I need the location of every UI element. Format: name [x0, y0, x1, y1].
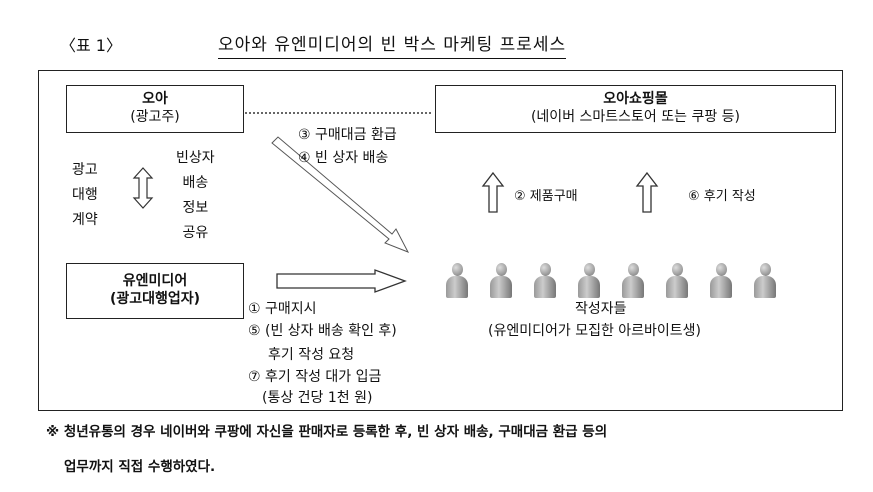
right-arrow [276, 269, 407, 293]
step5-label: ⑤ (빈 상자 배송 확인 후) [248, 323, 397, 339]
contract-line: 광고 [72, 162, 98, 178]
step7-label-cont: (통상 건당 1천 원) [262, 390, 373, 406]
step5-label-cont: 후기 작성 요청 [268, 347, 355, 363]
person-icon [446, 263, 468, 299]
footnote-line1: ※ 청년유통의 경우 네이버와 쿠팡에 자신을 판매자로 등록한 후, 빈 상자… [46, 424, 608, 440]
share-line: 배송 [182, 175, 209, 191]
up-arrow-purchase [481, 171, 505, 213]
mall-desc: (네이버 스마트스토어 또는 쿠팡 등) [530, 109, 741, 125]
footnote-line2: 업무까지 직접 수행하였다. [64, 459, 216, 475]
mall-name: 오아쇼핑몰 [603, 91, 668, 107]
person-icon [666, 263, 688, 299]
contract-line: 대행 [72, 187, 98, 203]
diagonal-arrow [271, 136, 410, 253]
updown-arrow [132, 167, 154, 209]
diagram-title: 오아와 유엔미디어의 빈 박스 마케팅 프로세스 [218, 30, 567, 59]
share-line: 공유 [182, 225, 209, 241]
person-icon [490, 263, 512, 299]
diagram-frame [38, 70, 843, 411]
table-label: 〈표 1〉 [60, 36, 122, 55]
share-line: 빈상자 [176, 150, 215, 166]
advertiser-role: (광고주) [130, 109, 180, 125]
person-icon [754, 263, 776, 299]
writers-desc: (유엔미디어가 모집한 아르바이트생) [488, 323, 702, 339]
agency-role: (광고대행업자) [109, 291, 201, 307]
step4-label: ④ 빈 상자 배송 [298, 150, 389, 166]
step7-label: ⑦ 후기 작성 대가 입금 [248, 369, 382, 385]
step6-label: ⑥ 후기 작성 [688, 189, 756, 204]
step2-label: ② 제품구매 [514, 189, 578, 204]
advertiser-name: 오아 [142, 91, 168, 107]
agency-box: 유엔미디어 (광고대행업자) [66, 263, 244, 319]
person-icon [622, 263, 644, 299]
contract-line: 계약 [72, 212, 98, 228]
step1-label: ① 구매지시 [248, 301, 317, 317]
step3-label: ③ 구매대금 환급 [298, 127, 397, 143]
share-label: 빈상자 배송 정보 공유 [176, 146, 215, 246]
advertiser-box: 오아 (광고주) [66, 85, 244, 133]
agency-name: 유엔미디어 [122, 273, 188, 289]
person-icon [578, 263, 600, 299]
person-icon [710, 263, 732, 299]
shopping-mall-box: 오아쇼핑몰 (네이버 스마트스토어 또는 쿠팡 등) [435, 85, 836, 133]
share-line: 정보 [182, 200, 209, 216]
person-icon [534, 263, 556, 299]
writers-name: 작성자들 [575, 301, 627, 317]
up-arrow-review [635, 171, 659, 213]
contract-label: 광고 대행 계약 [72, 158, 98, 233]
